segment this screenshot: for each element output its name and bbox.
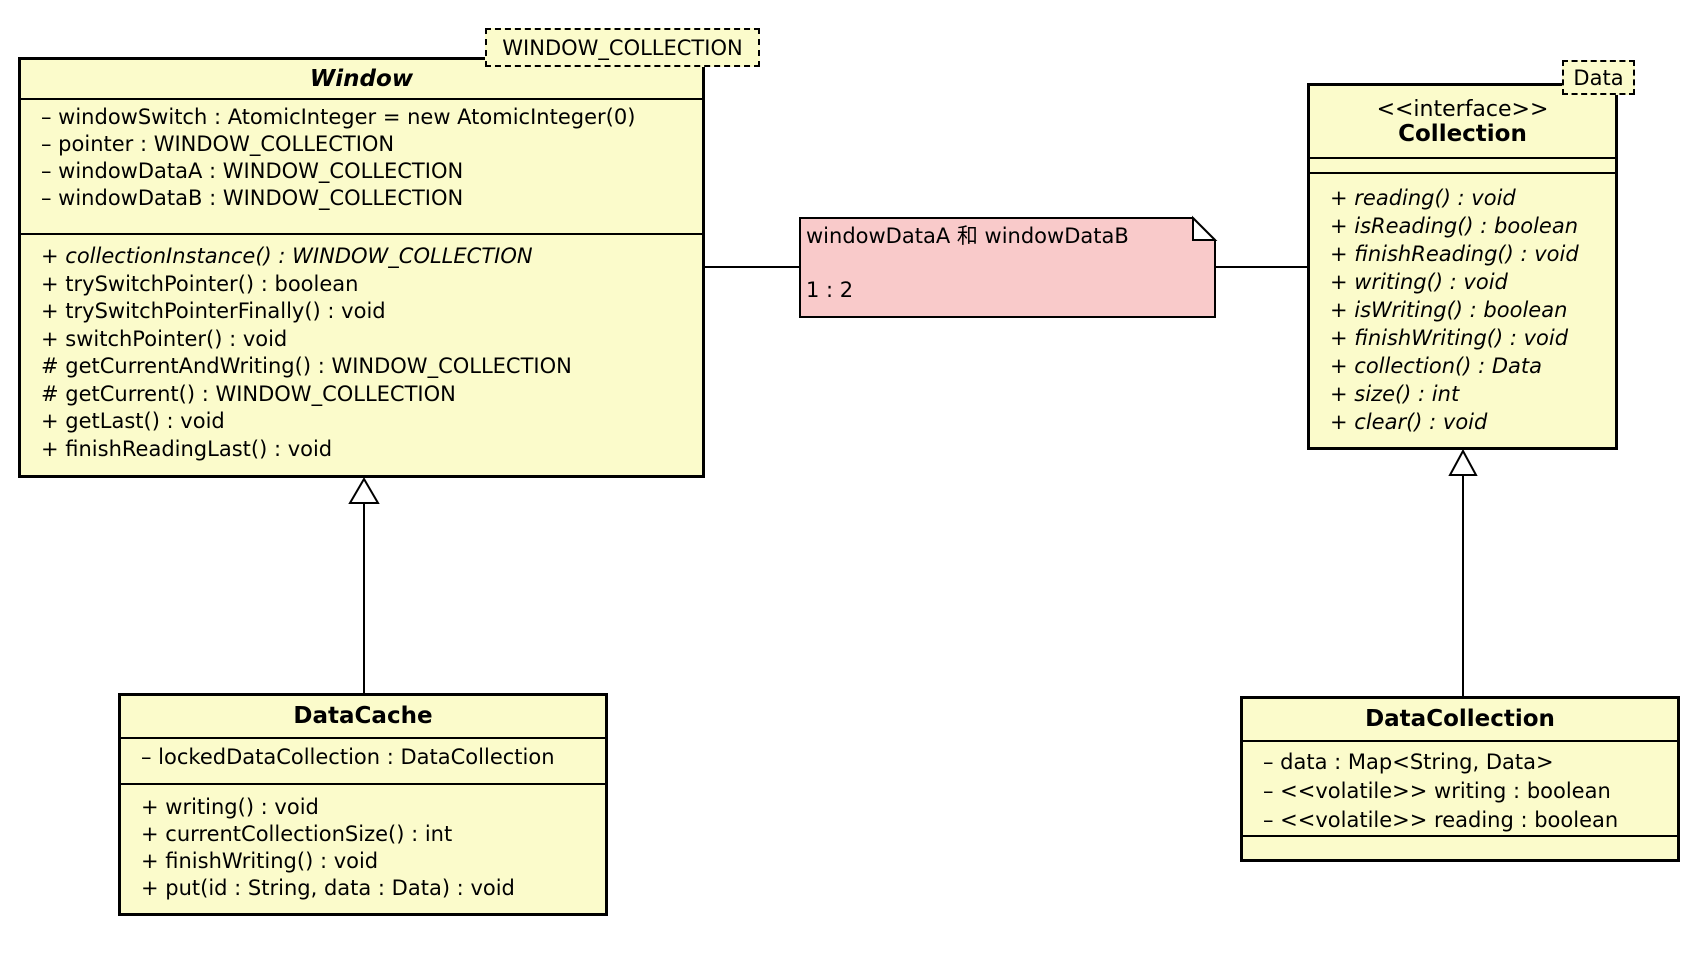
window-method: + finishReadingLast() : void — [41, 436, 333, 461]
note-fold-corner — [1192, 215, 1218, 241]
class-datacache: DataCache – lockedDataCollection : DataC… — [118, 693, 608, 916]
generalization-arrowhead-icon-collection — [1448, 448, 1478, 476]
window-method: + trySwitchPointer() : boolean — [41, 271, 359, 296]
class-datacollection-methods-empty — [1243, 835, 1677, 859]
note-shape — [799, 217, 1216, 318]
datacache-method: + finishWriting() : void — [141, 849, 379, 873]
window-method: # getCurrent() : WINDOW_COLLECTION — [41, 381, 456, 406]
datacollection-attribute: – data : Map<String, Data> — [1263, 750, 1554, 774]
class-window-attributes: – windowSwitch : AtomicInteger = new Ato… — [21, 98, 702, 233]
class-window-title: Window — [309, 65, 414, 92]
collection-stereotype: <<interface>> — [1376, 96, 1549, 122]
window-attribute: – windowDataA : WINDOW_COLLECTION — [41, 159, 464, 183]
datacache-method: + writing() : void — [141, 795, 319, 819]
window-method-abstract: + collectionInstance() : WINDOW_COLLECTI… — [41, 244, 533, 268]
tag-window-collection: WINDOW_COLLECTION — [485, 28, 760, 67]
datacollection-attribute: – <<volatile>> writing : boolean — [1263, 779, 1611, 803]
class-collection: <<interface>> Collection + reading() : v… — [1307, 83, 1618, 450]
class-datacache-attributes: – lockedDataCollection : DataCollection — [121, 737, 605, 783]
collection-method: + isReading() : boolean — [1330, 214, 1579, 238]
collection-method: + finishWriting() : void — [1330, 326, 1569, 350]
collection-method: + isWriting() : boolean — [1330, 298, 1568, 322]
class-collection-attributes-empty — [1310, 157, 1615, 172]
class-datacache-methods: + writing() : void + currentCollectionSi… — [121, 783, 605, 913]
tag-data: Data — [1562, 60, 1635, 95]
collection-method: + writing() : void — [1330, 270, 1508, 294]
window-attribute: – windowDataB : WINDOW_COLLECTION — [41, 186, 464, 210]
collection-method: + reading() : void — [1330, 186, 1516, 210]
datacache-method: + currentCollectionSize() : int — [141, 822, 453, 846]
class-window-methods: + collectionInstance() : WINDOW_COLLECTI… — [21, 233, 702, 475]
window-method: + switchPointer() : void — [41, 326, 288, 351]
window-method: + getLast() : void — [41, 409, 225, 433]
datacache-attribute: – lockedDataCollection : DataCollection — [141, 745, 555, 769]
class-datacollection-attributes: – data : Map<String, Data> – <<volatile>… — [1243, 740, 1677, 835]
class-datacollection: DataCollection – data : Map<String, Data… — [1240, 696, 1680, 862]
window-method: # getCurrentAndWriting() : WINDOW_COLLEC… — [41, 354, 572, 378]
generalization-arrowhead-icon-window — [348, 477, 380, 504]
collection-method: + finishReading() : void — [1330, 242, 1579, 266]
note-text-line1: windowDataA 和 windowDataB — [806, 224, 1129, 248]
collection-name: Collection — [1398, 120, 1527, 147]
window-method: + trySwitchPointerFinally() : void — [41, 299, 386, 323]
class-collection-methods: + reading() : void + isReading() : boole… — [1310, 172, 1615, 447]
collection-method: + collection() : Data — [1330, 354, 1542, 378]
note-text-line2: 1 : 2 — [806, 278, 854, 302]
datacache-method: + put(id : String, data : Data) : void — [141, 876, 515, 900]
window-attribute: – pointer : WINDOW_COLLECTION — [41, 132, 395, 156]
class-window: Window – windowSwitch : AtomicInteger = … — [18, 57, 705, 478]
collection-method: + size() : int — [1330, 382, 1460, 406]
datacollection-attribute: – <<volatile>> reading : boolean — [1263, 808, 1619, 832]
class-collection-title: <<interface>> Collection — [1310, 86, 1615, 157]
collection-method: + clear() : void — [1330, 410, 1488, 434]
window-attribute: – windowSwitch : AtomicInteger = new Ato… — [41, 105, 636, 129]
class-datacollection-title: DataCollection — [1365, 706, 1555, 732]
class-datacache-title: DataCache — [293, 703, 433, 729]
